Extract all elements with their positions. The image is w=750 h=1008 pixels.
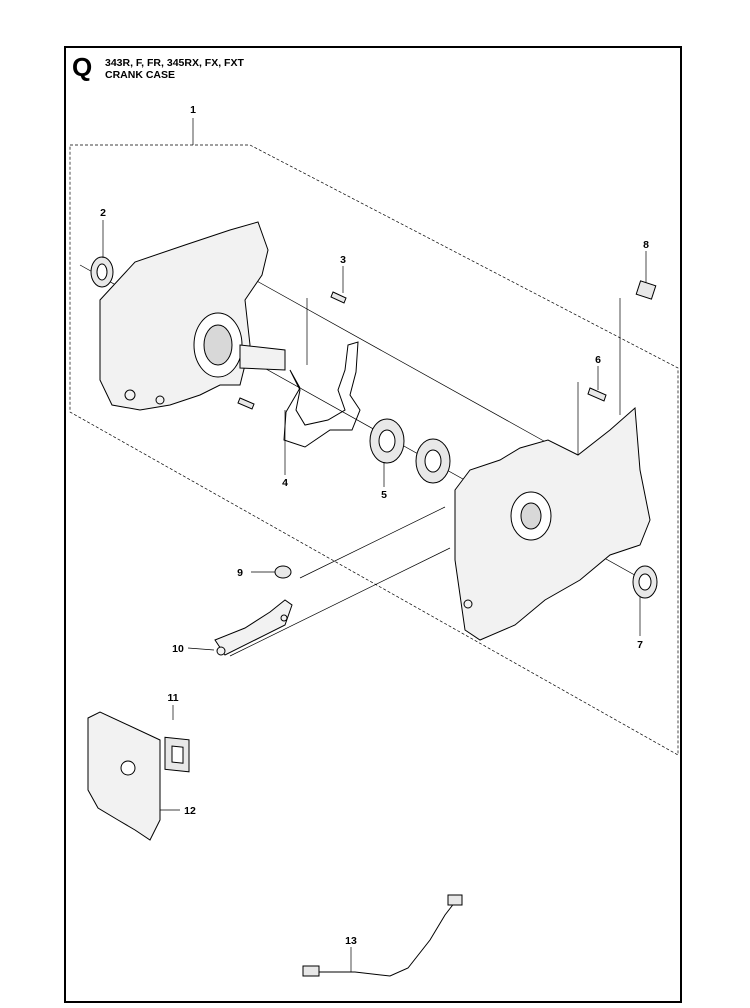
seal-right (632, 565, 658, 599)
plug-8 (635, 280, 657, 300)
callout-9: 9 (237, 567, 243, 579)
screw-6 (587, 387, 607, 402)
callout-1: 1 (190, 104, 196, 116)
seal-11 (164, 736, 190, 773)
dowel-pin-lower (237, 397, 255, 410)
axis-lines (79, 264, 641, 657)
callout-7: 7 (637, 639, 643, 651)
dowel-pin-3 (330, 291, 347, 304)
callout-12: 12 (184, 805, 196, 817)
callout-3: 3 (340, 254, 346, 266)
assembly-outline (69, 144, 679, 756)
gasket (283, 341, 361, 448)
nut-9 (274, 565, 292, 579)
page-frame (64, 46, 682, 1003)
callout-5: 5 (381, 489, 387, 501)
callout-2: 2 (100, 207, 106, 219)
callout-10: 10 (172, 643, 184, 655)
section-letter: Q (72, 52, 93, 82)
callout-11: 11 (167, 692, 178, 704)
callout-13: 13 (345, 935, 357, 947)
model-list: 343R, F, FR, 345RX, FX, FXT (105, 57, 244, 69)
crankcase-right-half (454, 406, 651, 641)
callout-4: 4 (282, 477, 288, 489)
seal-left (90, 256, 114, 288)
heat-shield-12 (87, 711, 161, 841)
leader-lines (102, 118, 647, 972)
callout-6: 6 (595, 354, 601, 366)
crankcase-left-half (99, 221, 286, 411)
bracket-10 (214, 599, 293, 656)
wire-13 (302, 894, 463, 977)
callout-numbers: 1 2 3 4 5 6 7 8 9 10 11 12 13 (100, 104, 649, 947)
bearing-pair (369, 418, 451, 484)
section-title: CRANK CASE (105, 69, 176, 81)
callout-8: 8 (643, 239, 649, 251)
